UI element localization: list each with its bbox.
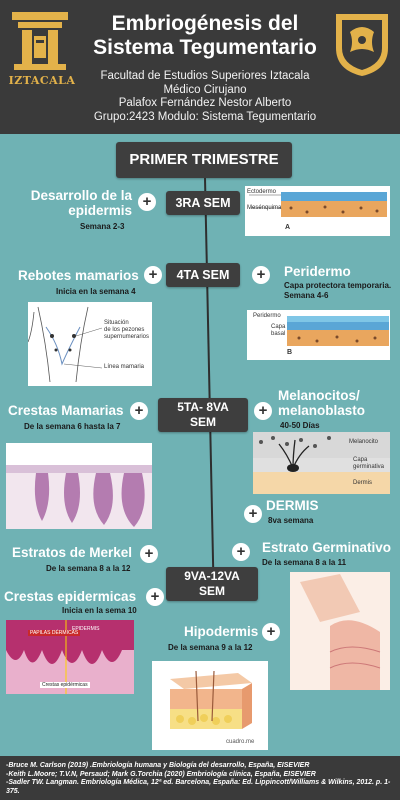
peridermo-expand-button[interactable]: + <box>252 266 270 284</box>
mammary-line-figure: Situación de los pezones supernumerarios… <box>28 302 152 386</box>
melanocitos-subtitle: 40-50 Días <box>280 421 320 430</box>
rebotes-expand-button[interactable]: + <box>144 266 162 284</box>
basal-label-2: basal <box>271 331 286 337</box>
ectoderm-figure: Ectodermo Mesénquima A <box>245 186 390 236</box>
epidermal-crests-figure: PAPILAS DÉRMICAS EPIDERMIS Crestas epidé… <box>6 620 134 694</box>
figure-b-letter: B <box>287 349 293 356</box>
epidermis-fig-label: EPIDERMIS <box>72 626 100 632</box>
dermis-fig-label: Dermis <box>353 480 372 486</box>
breast-label-2: de los pezones <box>104 327 145 333</box>
title-line-2: Sistema Tegumentario <box>93 36 317 59</box>
crestas-epidermicas-expand-button[interactable]: + <box>146 588 164 606</box>
rebotes-subtitle: Inicia en la semana 4 <box>56 287 136 296</box>
germinativo-expand-button[interactable]: + <box>232 543 250 561</box>
mammary-line-illustration <box>28 306 103 383</box>
periderm-label: Peridermo <box>253 313 281 319</box>
papillae-label: PAPILAS DÉRMICAS <box>28 630 81 636</box>
germinative-layer-figure <box>290 572 390 690</box>
breast-label-1: Situación <box>104 320 129 326</box>
crestas-epidermicas-title: Crestas epidermicas <box>4 589 137 604</box>
supernumerary-nipples-label: Situación de los pezones supernumerarios <box>104 320 149 341</box>
week-5-8-line1: 5TA- 8VA <box>177 400 229 414</box>
melanocitos-expand-button[interactable]: + <box>254 402 272 420</box>
week-4-pill: 4TA SEM <box>166 263 240 287</box>
germ-label-1: Capa <box>353 457 368 463</box>
watermark-text: cuadro.me <box>226 739 255 745</box>
merkel-subtitle: De la semana 8 a la 12 <box>46 564 131 573</box>
basal-layer-label: Capa basal <box>271 324 285 338</box>
week-9-12-line2: SEM <box>198 584 225 598</box>
crestas-mamarias-title: Crestas Mamarias <box>8 403 124 418</box>
hipodermis-expand-button[interactable]: + <box>262 623 280 641</box>
header: IZTACALA Embriogénesis del Sistema Tegum… <box>0 0 400 134</box>
epidermis-title-1: Desarrollo de la <box>30 188 132 203</box>
hipodermis-title: Hipodermis <box>184 624 259 639</box>
melanocyte-illustration <box>253 432 390 494</box>
hipodermis-subtitle: De la semana 9 a la 12 <box>168 643 253 652</box>
author-name: Palafox Fernández Nestor Alberto <box>118 97 292 109</box>
merkel-title: Estratos de Merkel <box>12 545 133 560</box>
melanocitos-title-2: melanoblasto <box>278 403 366 418</box>
peridermo-sub-1: Capa protectora temporaria. <box>284 281 392 290</box>
periderm-illustration <box>287 316 389 346</box>
crests-fig-label: Crestas epidérmicas <box>40 682 90 688</box>
week-5-8-line2: SEM <box>189 415 216 429</box>
week-5-8-pill: 5TA- 8VA SEM <box>158 398 248 432</box>
dermis-expand-button[interactable]: + <box>244 505 262 523</box>
epidermis-subtitle: Semana 2-3 <box>80 222 125 231</box>
mesenchyme-label: Mesénquima <box>247 205 282 211</box>
week-9-12-line1: 9VA-12VA <box>184 569 240 583</box>
breast-label-3: supernumerarios <box>104 334 150 340</box>
reference-1: -Bruce M. Carlson (2019) .Embriología hu… <box>6 762 310 769</box>
title-line-1: Embriogénesis del <box>111 12 299 35</box>
germ-label-2: germinativa <box>353 464 385 470</box>
reference-3: -Sadler TW. Langman. Embriología Médica,… <box>6 779 391 795</box>
peridermo-subtitle: Capa protectora temporaria. Semana 4-6 <box>284 281 391 301</box>
dermis-subtitle: 8va semana <box>268 516 314 525</box>
section-title: PRIMER TRIMESTRE <box>116 142 292 178</box>
germinative-layer-label: Capa germinativa <box>353 457 384 471</box>
germinativo-subtitle: De la semana 8 a la 11 <box>262 558 347 567</box>
germinative-illustration <box>290 572 390 690</box>
week-9-12-pill: 9VA-12VA SEM <box>166 567 258 601</box>
crestas-mamarias-subtitle: De la semana 6 hasta la 7 <box>24 422 121 431</box>
hypodermis-illustration <box>152 661 268 750</box>
melanocyte-label: Melanocito <box>349 439 379 445</box>
unam-seal-icon <box>336 14 388 76</box>
mammary-line-label: Línea mamaria <box>104 364 145 370</box>
ectoderm-illustration <box>249 192 387 217</box>
logo-wordmark: IZTACALA <box>8 74 76 87</box>
ectoderm-label: Ectodermo <box>247 189 277 195</box>
dermis-title: DERMIS <box>266 498 319 513</box>
merkel-expand-button[interactable]: + <box>140 545 158 563</box>
periderm-figure: Peridermo Capa basal B <box>247 310 390 360</box>
week-3-pill: 3RA SEM <box>166 191 240 215</box>
peridermo-title: Peridermo <box>284 264 351 279</box>
crestas-epidermicas-subtitle: Inicia en la sema 10 <box>62 606 137 615</box>
faculty-text: Facultad de Estudios Superiores Iztacala <box>100 70 310 82</box>
crestas-mamarias-expand-button[interactable]: + <box>130 402 148 420</box>
melanocyte-figure: Melanocito Capa germinativa Dermis <box>253 432 390 494</box>
germinativo-title: Estrato Germinativo <box>262 540 392 555</box>
melanocitos-title-1: Melanocitos/ <box>278 388 360 403</box>
mammary-crest-figure <box>6 443 152 529</box>
epidermis-title: Desarrollo de la epidermis <box>28 188 132 218</box>
references-footer: -Bruce M. Carlson (2019) .Embriología hu… <box>0 756 400 800</box>
melanocitos-title: Melanocitos/ melanoblasto <box>278 388 365 418</box>
epidermis-expand-button[interactable]: + <box>138 193 156 211</box>
group-module-text: Grupo:2423 Modulo: Sistema Tegumentario <box>93 110 317 123</box>
author-info: Facultad de Estudios Superiores Iztacala… <box>74 70 336 124</box>
iztacala-logo-icon <box>12 12 68 70</box>
mammary-crest-illustration <box>6 465 152 529</box>
rebotes-title: Rebotes mamarios <box>18 268 139 283</box>
basal-label-1: Capa <box>271 324 286 330</box>
epidermis-title-2: epidermis <box>68 203 132 218</box>
hypodermis-figure: cuadro.me <box>152 661 268 750</box>
peridermo-sub-2: Semana 4-6 <box>284 291 329 300</box>
page-title: Embriogénesis del Sistema Tegumentario <box>74 12 336 60</box>
career-text: Médico Cirujano <box>163 83 247 96</box>
figure-a-letter: A <box>285 224 291 231</box>
reference-2: -Keith L.Moore; T.V.N, Persaud; Mark G.T… <box>6 770 316 778</box>
